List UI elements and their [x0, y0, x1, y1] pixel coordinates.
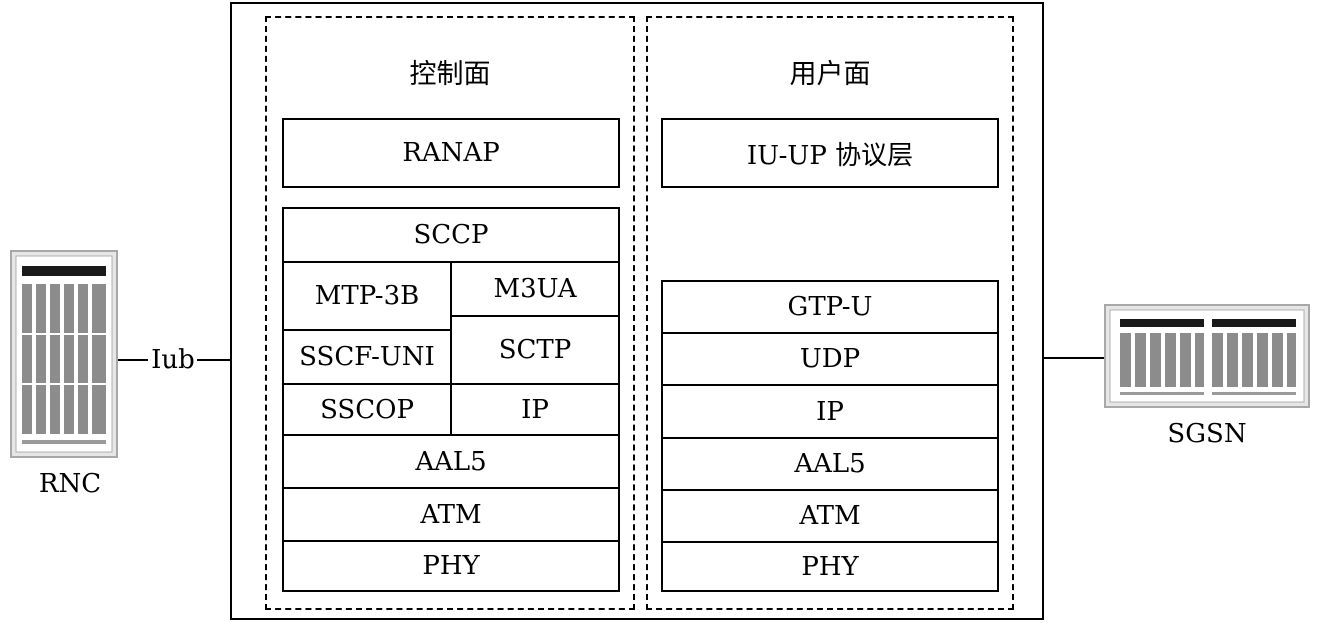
- user-plane-region: [646, 16, 1014, 610]
- phy-layer: PHY: [422, 551, 480, 581]
- rnc-label: RNC: [38, 469, 102, 499]
- user-plane-title: 用户面: [789, 59, 871, 90]
- atm-layer: ATM: [284, 489, 618, 542]
- gtp-u-layer: GTP-U: [663, 282, 997, 334]
- m3ua-layer: M3UA: [452, 263, 618, 317]
- iub-label: Iub: [151, 345, 195, 375]
- rnc-server-icon: [10, 250, 118, 458]
- atm-layer: ATM: [663, 491, 997, 543]
- control-plane-title: 控制面: [409, 59, 491, 90]
- control-plane-stack: SCCP MTP-3B M3UA SSCF-UNI SCTP SSCOP IP …: [282, 207, 620, 592]
- ranap-box: RANAP: [282, 118, 620, 188]
- iu-up-box: IU-UP 协议层: [661, 118, 999, 188]
- iub-connector-line: [197, 359, 231, 361]
- sscop-layer: SSCOP: [284, 385, 452, 436]
- control-plane-region: [265, 16, 635, 610]
- user-plane-stack: GTP-U UDP IP AAL5 ATM PHY: [661, 280, 999, 592]
- sctp-layer: SCTP: [452, 317, 618, 385]
- aal5-layer: AAL5: [284, 436, 618, 489]
- sgsn-connector-line: [1044, 357, 1104, 359]
- sccp-layer: SCCP: [284, 209, 618, 263]
- aal5-layer: AAL5: [663, 439, 997, 491]
- node-frame: [230, 2, 1044, 620]
- ip-layer: IP: [452, 385, 618, 436]
- sgsn-label: SGSN: [1167, 419, 1247, 449]
- phy-layer: PHY: [801, 551, 859, 582]
- rnc-connector-line: [118, 359, 148, 361]
- sgsn-server-icon: [1104, 304, 1310, 408]
- udp-layer: UDP: [663, 334, 997, 386]
- sscf-uni-layer: SSCF-UNI: [284, 331, 452, 385]
- mtp3b-layer: MTP-3B: [284, 263, 452, 331]
- ip-layer: IP: [663, 386, 997, 439]
